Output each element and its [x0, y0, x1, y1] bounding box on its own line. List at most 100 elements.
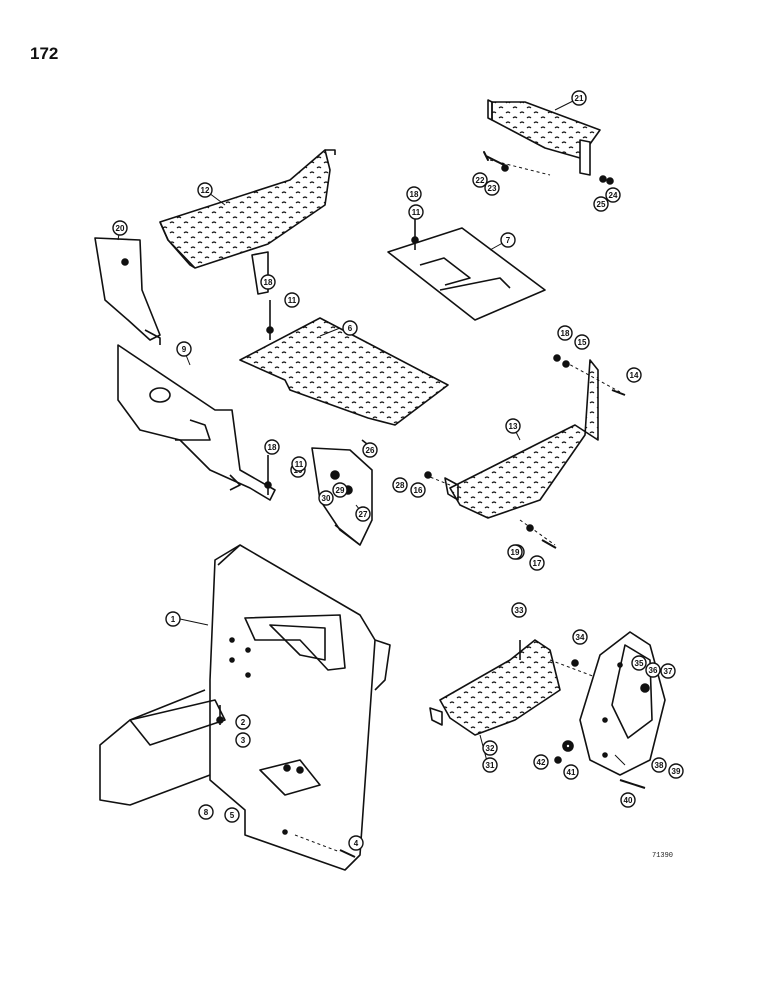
- callout-11-1: 11: [284, 292, 300, 308]
- callout-label: 18: [410, 190, 419, 199]
- callout-label: 28: [396, 481, 405, 490]
- callout-circle: [197, 182, 213, 198]
- callout-circle: [511, 602, 527, 618]
- callout-circle: [224, 807, 240, 823]
- figure-code: 7​1390: [652, 852, 674, 860]
- callout-label: 9: [182, 345, 187, 354]
- callout-31: 31: [482, 757, 498, 773]
- callout-circle: [557, 325, 573, 341]
- callout-23: 23: [484, 180, 500, 196]
- callout-circle: [571, 90, 587, 106]
- callout-label: 34: [576, 633, 585, 642]
- callout-circle: [342, 320, 358, 336]
- callout-circle: [533, 754, 549, 770]
- main-frame-1: [99, 544, 391, 871]
- bracket-plate-38: [579, 631, 666, 776]
- callout-1: 1: [165, 611, 181, 627]
- callout-circle: [572, 629, 588, 645]
- callout-circle: [505, 418, 521, 434]
- callout-label: 18: [268, 443, 277, 452]
- callout-label: 13: [509, 422, 518, 431]
- callout-25: 25: [593, 196, 609, 212]
- callout-32: 32: [482, 740, 498, 756]
- callout-circle: [574, 334, 590, 350]
- plate-26: [94, 237, 161, 345]
- callout-39: 39: [668, 763, 684, 779]
- callout-36: 36: [645, 662, 661, 678]
- callout-label: 14: [630, 371, 639, 380]
- callout-circle: [484, 180, 500, 196]
- callout-circle: [176, 341, 192, 357]
- callout-label: 23: [488, 184, 497, 193]
- callout-label: 31: [486, 761, 495, 770]
- tread-step-13: [444, 359, 599, 519]
- callout-38: 38: [651, 757, 667, 773]
- callout-label: 27: [359, 510, 368, 519]
- callout-label: 4: [354, 839, 359, 848]
- callout-circle: [235, 732, 251, 748]
- callout-label: 11: [288, 296, 297, 305]
- callout-28: 28: [392, 477, 408, 493]
- callout-circle: [482, 757, 498, 773]
- callout-circle: [507, 544, 523, 560]
- callout-label: 16: [414, 486, 423, 495]
- callout-circle: [284, 292, 300, 308]
- callout-19: 19: [507, 544, 523, 560]
- part-callouts: 1234567891011111112131415161617181818181…: [112, 90, 684, 851]
- callout-label: 38: [655, 761, 664, 770]
- callout-label: 35: [635, 659, 644, 668]
- callout-7: 7: [500, 232, 516, 248]
- callout-label: 1: [171, 615, 176, 624]
- callout-20: 20: [112, 220, 128, 236]
- callout-5: 5: [224, 807, 240, 823]
- callout-17: 17: [529, 555, 545, 571]
- tread-step-12: [159, 149, 336, 295]
- callout-18-2: 18: [264, 439, 280, 455]
- callout-label: 19: [511, 548, 520, 557]
- callout-18-3: 18: [557, 325, 573, 341]
- callout-circle: [651, 757, 667, 773]
- callout-circle: [112, 220, 128, 236]
- callout-21: 21: [571, 90, 587, 106]
- callout-label: 18: [264, 278, 273, 287]
- callout-label: 18: [561, 329, 570, 338]
- callout-label: 21: [575, 94, 584, 103]
- callout-16: 16: [410, 482, 426, 498]
- callout-label: 32: [486, 744, 495, 753]
- callout-circle: [392, 477, 408, 493]
- callout-circle: [408, 204, 424, 220]
- callout-26: 26: [362, 442, 378, 458]
- callout-circle: [198, 804, 214, 820]
- step-bracket-21: [487, 99, 601, 176]
- callout-circle: [593, 196, 609, 212]
- callout-34: 34: [572, 629, 588, 645]
- callout-circle: [362, 442, 378, 458]
- callout-circle: [406, 186, 422, 202]
- callout-24: 24: [605, 187, 621, 203]
- callout-label: 30: [322, 494, 331, 503]
- callout-3: 3: [235, 732, 251, 748]
- callout-circle: [235, 714, 251, 730]
- callout-circle: [410, 482, 426, 498]
- callout-11: 11: [408, 204, 424, 220]
- callout-label: 20: [116, 224, 125, 233]
- callout-label: 41: [567, 768, 576, 777]
- callout-label: 11: [295, 460, 304, 469]
- callout-12: 12: [197, 182, 213, 198]
- callout-label: 2: [241, 718, 246, 727]
- callout-40: 40: [620, 792, 636, 808]
- callout-11-2: 11: [291, 456, 307, 472]
- callout-6: 6: [342, 320, 358, 336]
- callout-circle: [626, 367, 642, 383]
- page-number: 172: [30, 44, 59, 63]
- callout-circle: [472, 172, 488, 188]
- callout-4: 4: [348, 835, 364, 851]
- callout-35: 35: [631, 655, 647, 671]
- callout-9: 9: [176, 341, 192, 357]
- callout-circle: [355, 506, 371, 522]
- callout-8: 8: [198, 804, 214, 820]
- callout-14: 14: [626, 367, 642, 383]
- callout-33: 33: [511, 602, 527, 618]
